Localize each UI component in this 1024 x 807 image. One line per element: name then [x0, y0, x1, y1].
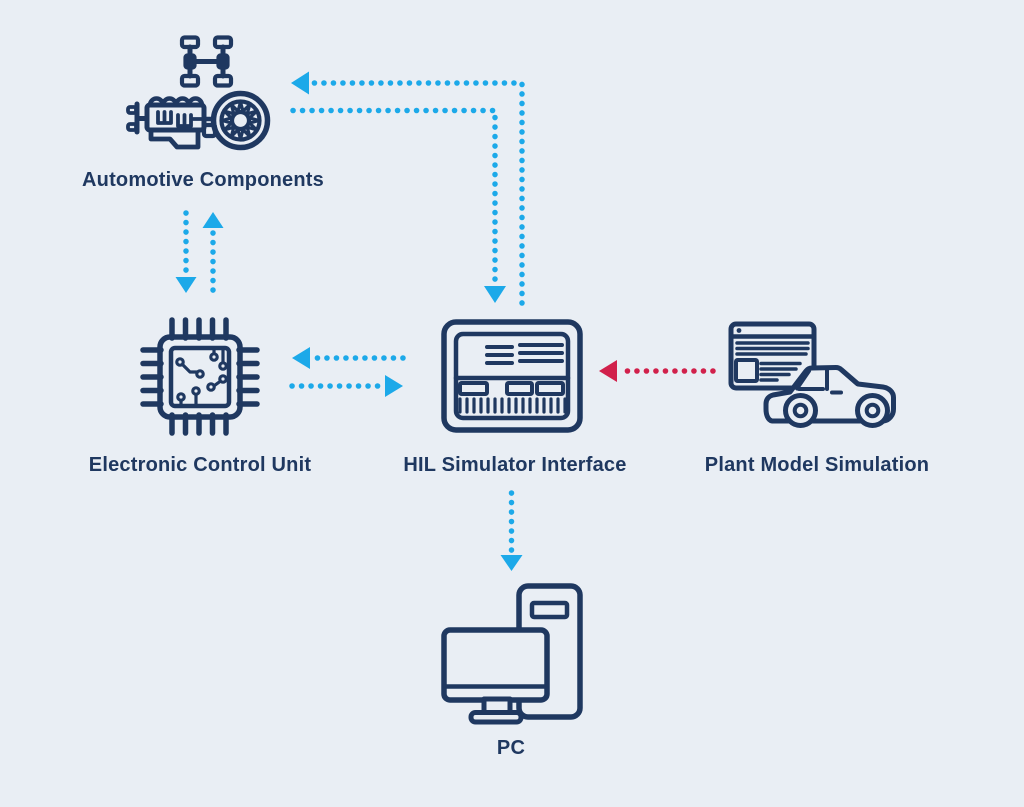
engine-icon — [126, 96, 218, 150]
plant-model-simulation-icon — [728, 321, 896, 428]
car-icon — [763, 365, 896, 428]
chip-icon — [140, 317, 260, 436]
arrow-hil-to-pc — [500, 490, 523, 571]
automotive-components-label: Automotive Components — [82, 169, 324, 191]
arrow-ecu-to-hil — [289, 375, 403, 397]
wheel-icon — [210, 90, 271, 151]
arrow-components-to-ecu — [175, 210, 197, 293]
monitor-icon — [441, 627, 550, 725]
plant-model-simulation-label: Plant Model Simulation — [704, 454, 930, 476]
desktop-computer-icon — [441, 583, 583, 725]
browser-window-icon — [728, 321, 817, 391]
pc-label: PC — [496, 737, 526, 759]
electronic-control-unit-label: Electronic Control Unit — [88, 454, 312, 476]
arrow-components-to-hil — [290, 107, 506, 303]
arrow-hil-to-ecu — [292, 347, 406, 369]
arrow-ecu-to-components — [202, 212, 224, 298]
arrow-hil-to-components — [291, 71, 525, 306]
simulator-panel-icon — [441, 319, 583, 433]
automotive-components-icon — [126, 35, 271, 151]
axle-icon — [179, 35, 234, 88]
circuit-traces — [175, 347, 228, 407]
arrow-plant-to-hil — [599, 360, 716, 382]
hil-simulator-interface-label: HIL Simulator Interface — [403, 454, 627, 476]
